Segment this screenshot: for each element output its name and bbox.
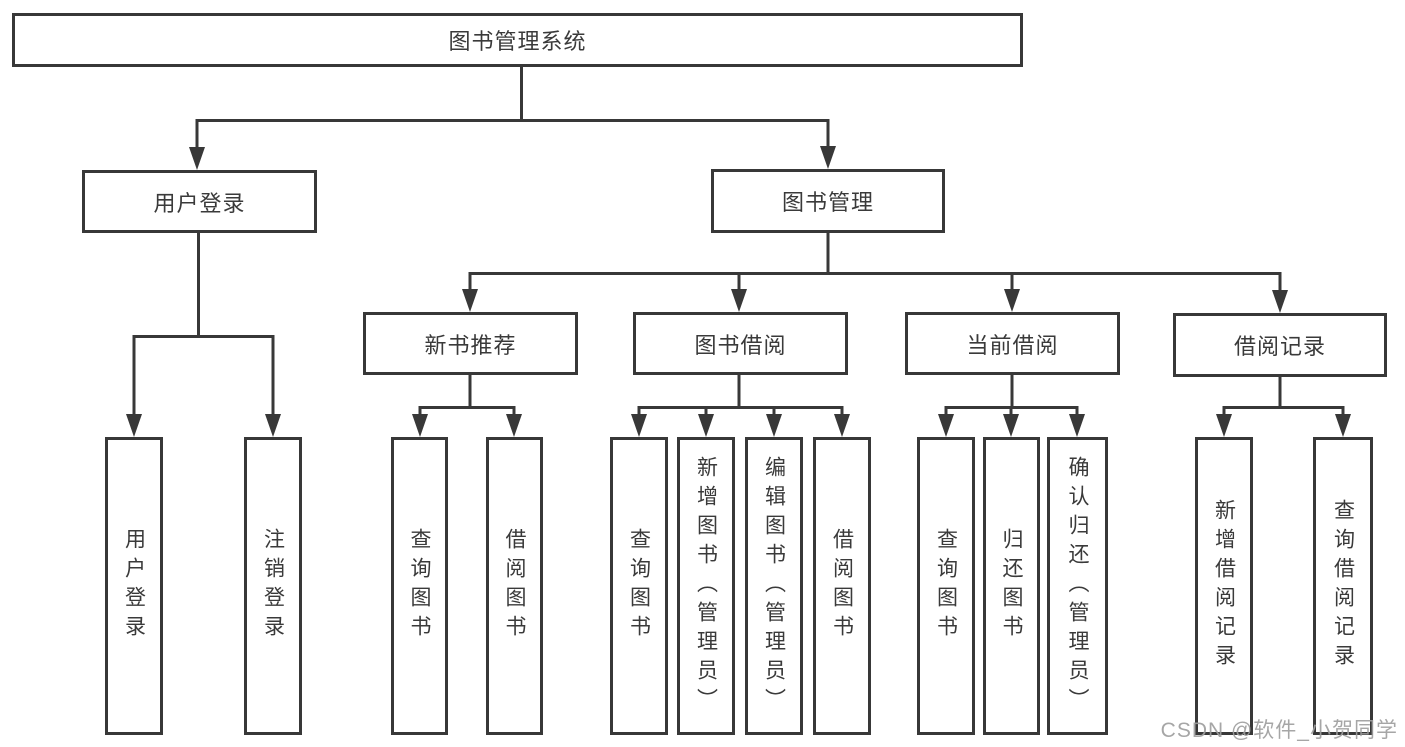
leaf-edit-books-admin: 编辑图书（管理员） — [745, 437, 803, 735]
leaf-borrow-books: 借阅图书 — [813, 437, 871, 735]
leaf-add-borrow-record: 新增借阅记录 — [1195, 437, 1253, 735]
node-label: 注销登录 — [261, 528, 285, 644]
node-book-borrowing: 图书借阅 — [633, 312, 848, 375]
node-label: 用户登录 — [122, 528, 146, 644]
node-label: 查询图书 — [934, 528, 958, 644]
node-label: 查询图书 — [408, 528, 431, 644]
node-label: 借阅记录 — [1233, 334, 1326, 359]
node-label: 查询借阅记录 — [1331, 499, 1355, 673]
leaf-borrow-books: 借阅图书 — [486, 437, 543, 735]
node-label: 当前借阅 — [966, 332, 1059, 358]
leaf-logout: 注销登录 — [244, 437, 302, 735]
node-label: 编辑图书（管理员） — [762, 455, 786, 717]
leaf-query-books: 查询图书 — [391, 437, 448, 735]
node-label: 新增借阅记录 — [1212, 499, 1236, 673]
node-label: 新增图书（管理员） — [694, 455, 718, 717]
csdn-watermark: CSDN @软件_小贺同学 — [1160, 719, 1398, 742]
leaf-query-borrow-record: 查询借阅记录 — [1313, 437, 1373, 735]
node-label: 借阅图书 — [503, 528, 526, 644]
node-label: 确认归还（管理员） — [1066, 455, 1089, 717]
node-user-login: 用户登录 — [82, 170, 317, 233]
node-book-management: 图书管理 — [711, 169, 945, 233]
node-label: 查询图书 — [627, 528, 651, 644]
node-label: 用户登录 — [153, 190, 246, 216]
node-label: 图书管理系统 — [448, 29, 587, 54]
leaf-add-books-admin: 新增图书（管理员） — [677, 437, 735, 735]
node-label: 归还图书 — [1000, 528, 1023, 644]
node-label: 借阅图书 — [830, 528, 854, 644]
leaf-confirm-return-admin: 确认归还（管理员） — [1047, 437, 1108, 735]
node-library-management-system: 图书管理系统 — [12, 13, 1023, 67]
leaf-return-books: 归还图书 — [983, 437, 1040, 735]
leaf-user-login: 用户登录 — [105, 437, 163, 735]
node-label: 图书管理 — [781, 190, 874, 215]
node-new-book-recommendation: 新书推荐 — [363, 312, 578, 375]
leaf-query-books: 查询图书 — [610, 437, 668, 735]
node-current-borrowing: 当前借阅 — [905, 312, 1120, 375]
node-borrowing-records: 借阅记录 — [1173, 313, 1387, 377]
node-label: 新书推荐 — [424, 332, 517, 358]
leaf-query-books: 查询图书 — [917, 437, 975, 735]
node-label: 图书借阅 — [694, 332, 787, 358]
